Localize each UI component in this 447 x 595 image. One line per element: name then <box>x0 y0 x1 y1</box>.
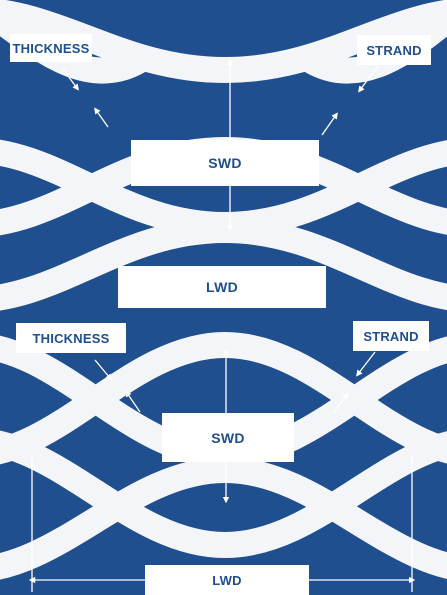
top-thickness-pointer <box>61 67 79 91</box>
bottom-thickness-pointer <box>94 359 113 381</box>
top-strand-pointer <box>358 66 378 93</box>
top-strand-lower <box>0 216 447 311</box>
top-strand-upper <box>0 0 447 84</box>
top-swd-label: SWD <box>131 140 319 186</box>
bottom-thickness-label: THICKNESS <box>16 323 126 353</box>
top-thickness-label: THICKNESS <box>10 34 92 62</box>
bottom-strand-pointer-2 <box>332 392 349 414</box>
bottom-strand-pointer <box>356 351 376 377</box>
bottom-lwd-label: LWD <box>145 565 309 595</box>
bottom-strand-upper <box>0 331 447 465</box>
bottom-thickness-pointer-2 <box>125 390 141 413</box>
top-thickness-pointer-2 <box>94 107 109 128</box>
top-strand-left-diag <box>0 7 153 84</box>
bottom-swd-label: SWD <box>162 413 294 462</box>
bottom-strand-label: STRAND <box>353 321 429 351</box>
top-strand-pointer-2 <box>321 112 338 136</box>
top-lwd-label: LWD <box>118 266 326 308</box>
top-strand-label: STRAND <box>357 35 431 65</box>
bottom-strand-lower <box>0 430 447 559</box>
